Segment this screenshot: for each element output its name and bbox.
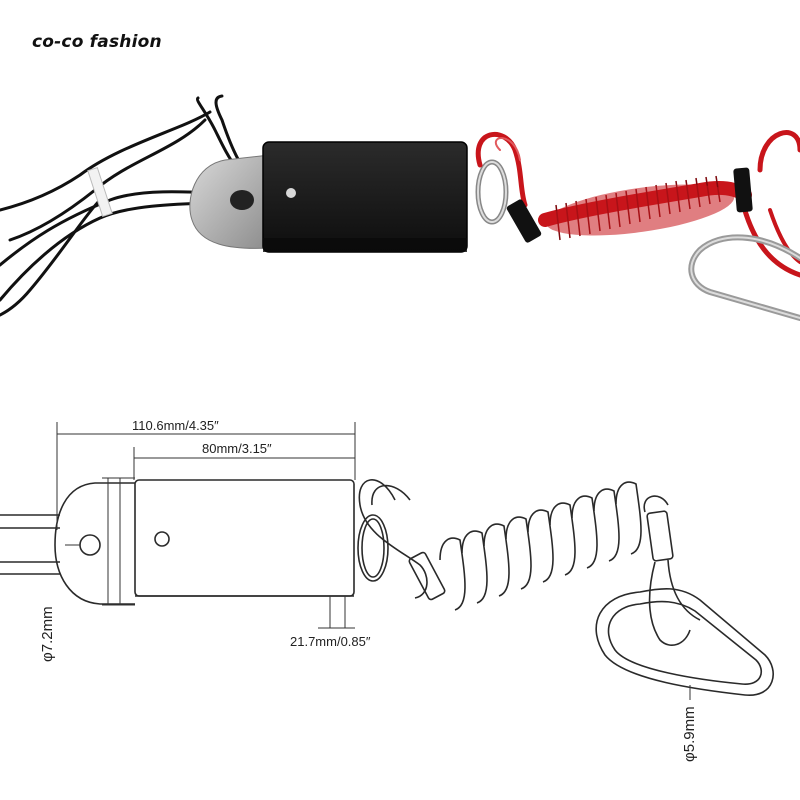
drawing-tongue — [54, 482, 135, 605]
dimension-lines — [56, 422, 691, 700]
dimension-total-length: 110.6mm/4.35″ — [132, 418, 219, 433]
drawing-tongue-hole — [79, 534, 101, 556]
dimension-height: 21.7mm/0.85″ — [290, 634, 371, 649]
drawing-wires — [0, 514, 60, 575]
right-ferrule — [733, 167, 753, 213]
black-wires — [0, 94, 270, 317]
drawing-left-ferrule — [408, 551, 446, 601]
dimension-drawing — [0, 479, 774, 696]
metal-tongue — [189, 154, 271, 249]
drawing-housing — [134, 479, 355, 597]
drawing-coil — [439, 481, 642, 611]
dimension-body-length: 80mm/3.15″ — [202, 441, 272, 456]
drawing-cable-loop — [358, 479, 428, 599]
dimension-wire-diameter: φ5.9mm — [681, 706, 698, 762]
drawing-rivet — [154, 531, 170, 547]
drawing-carabiner — [595, 587, 774, 696]
split-ring — [475, 159, 509, 225]
product-photo — [0, 94, 800, 321]
zip-tie — [87, 166, 113, 218]
drawing-right-ferrule — [646, 510, 674, 562]
housing-rivet — [286, 188, 296, 198]
dimension-hole-diameter: φ7.2mm — [39, 606, 56, 662]
left-ferrule — [506, 199, 542, 243]
drawing-split-ring — [357, 514, 389, 582]
tongue-hole — [230, 190, 254, 210]
brand-name: co-co fashion — [32, 32, 162, 52]
